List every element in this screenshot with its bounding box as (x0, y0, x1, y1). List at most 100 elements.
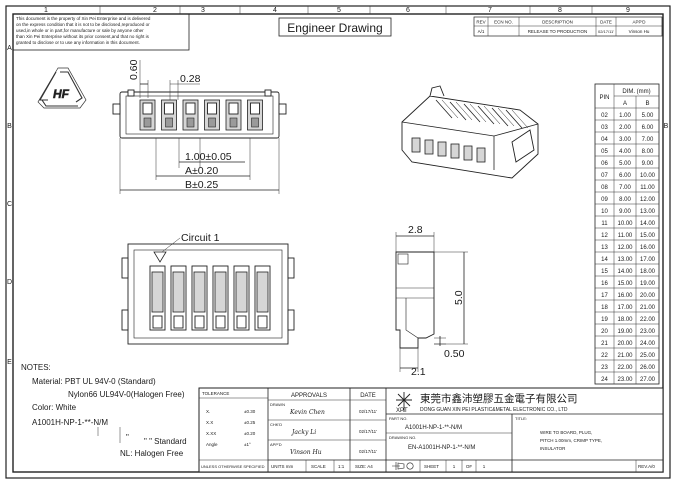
pin-dimension-row: 05 4.00 8.00 (595, 143, 659, 155)
tol-value: ±0.30 (244, 409, 256, 414)
contact-slot (182, 99, 199, 131)
grid-column-ticks (99, 6, 593, 14)
pin-count: 02 (601, 113, 608, 119)
chkd-date: 02/17/11' (359, 429, 377, 434)
dim-028: 0.28 (180, 73, 201, 85)
dim-a-value: 13.00 (617, 257, 633, 263)
notes-part-pattern: A1001H-NP-1-**-N/M (32, 418, 108, 427)
contact-slot (204, 99, 220, 131)
pin-count: 22 (601, 353, 608, 359)
dim-b-value: 9.00 (642, 161, 654, 167)
circuit-1-label: Circuit 1 (181, 232, 220, 244)
tol-value: ±0.25 (244, 420, 256, 425)
company-logo: XPT (396, 392, 412, 414)
date-value: 02/17/11' (598, 29, 614, 34)
dim-b-value: 13.00 (640, 209, 656, 215)
dim-a-value: 18.00 (617, 317, 633, 323)
dim-a-value: 2.00 (619, 125, 631, 131)
iso-rib (449, 101, 473, 121)
iso-cavity (463, 145, 473, 161)
description-value: RELEASE TO PRODUCTION (528, 29, 588, 34)
iso-cavity (437, 141, 447, 157)
dim-b-value: 18.00 (640, 269, 656, 275)
pin-count: 21 (601, 341, 608, 347)
iso-cavity (424, 139, 434, 155)
pin-count: 06 (601, 161, 608, 167)
col-b-header: B (645, 101, 649, 107)
grid-row-label: A (7, 45, 12, 52)
pin-count: 05 (601, 149, 608, 155)
dim-a-value: 16.00 (617, 293, 633, 299)
title-line: PITCH 1.00mm, CRIMP TYPE, (540, 438, 602, 443)
front-view: Circuit 1 (121, 232, 295, 345)
dim-a-value: 4.00 (619, 149, 631, 155)
dim-b-value: 11.00 (640, 185, 655, 191)
date-header: DATE (600, 20, 612, 25)
company-logo-text: XPT (396, 408, 408, 414)
side-view (395, 251, 435, 349)
iso-rib (477, 105, 501, 125)
dim-b-value: 6.00 (642, 125, 654, 131)
tol-key: X. (206, 409, 210, 414)
dim-b-value: 15.00 (640, 233, 656, 239)
sheet-number: 1 (453, 464, 456, 469)
pin-count: 11 (601, 221, 608, 227)
disclaimer-line: This document is the property of Xin Pei… (16, 16, 151, 21)
company-name-english: DONG GUAN XIN PEI PLASTIC&METAL ELECTRON… (420, 407, 568, 413)
iso-cavity (411, 137, 421, 153)
dim-b-value: 24.00 (640, 341, 656, 347)
dim-a-value: 7.00 (619, 185, 631, 191)
contact-cavity (191, 265, 208, 331)
dim-b-value: 25.00 (640, 353, 656, 359)
dim-a-value: 17.00 (617, 305, 633, 311)
contact-slot (225, 99, 242, 131)
pin-count: 03 (601, 125, 608, 131)
grid-col-label: 2 (153, 7, 157, 14)
appd-value: Vinson Hu (629, 29, 650, 34)
title-block: TOLERANCE X. ±0.30 X.X ±0.25 X.XX ±0.20 … (198, 387, 664, 473)
pin-count: 14 (601, 257, 608, 263)
sheet-of: OF (466, 464, 473, 469)
grid-col-label: 8 (558, 7, 562, 14)
dim-b: B±0.25 (185, 179, 218, 191)
company-name-chinese: 東莞市鑫沛塑膠五金電子有限公司 (420, 392, 578, 405)
contact-cavity (212, 265, 229, 331)
dim-pitch: 1.00±0.05 (185, 151, 232, 163)
dim-a-value: 20.00 (617, 341, 633, 347)
pin-count: 18 (601, 305, 608, 311)
date-header: DATE (360, 393, 376, 399)
dim-b-value: 26.00 (640, 365, 656, 371)
iso-rib (463, 103, 487, 123)
contact-slot (161, 99, 177, 131)
dim-050: 0.50 (444, 348, 465, 360)
side-view-dimensions: 2.8 5.0 0.50 2.1 (395, 224, 468, 378)
dim-a-value: 5.00 (619, 161, 631, 167)
projection-symbol (406, 462, 414, 470)
dim-28: 2.8 (408, 224, 423, 236)
part-no: A1001H-NP-1-**-N/M (405, 425, 462, 431)
dim-b-value: 8.00 (642, 149, 654, 155)
dim-a-value: 11.00 (618, 233, 633, 239)
iso-rib (435, 99, 459, 119)
dim-a-value: 21.00 (617, 353, 633, 359)
dim-b-value: 14.00 (640, 221, 656, 227)
dim-a-value: 8.00 (619, 197, 631, 203)
pin-count: 17 (601, 293, 608, 299)
drawn-signature: Kevin Chen (289, 409, 325, 416)
dim-a-value: 15.00 (617, 281, 633, 287)
dim-b-value: 27.00 (640, 377, 656, 383)
dim-21: 2.1 (411, 366, 426, 378)
pin-count: 13 (601, 245, 608, 251)
revision-code: REV.A/0 (638, 464, 655, 469)
tol-key: X.X (206, 420, 213, 425)
appd-header: APP'D (632, 20, 646, 25)
grid-row-label: E (7, 359, 12, 366)
revision-table: REV ECN NO. DESCRIPTION DATE APP'D A/1 R… (473, 16, 663, 37)
